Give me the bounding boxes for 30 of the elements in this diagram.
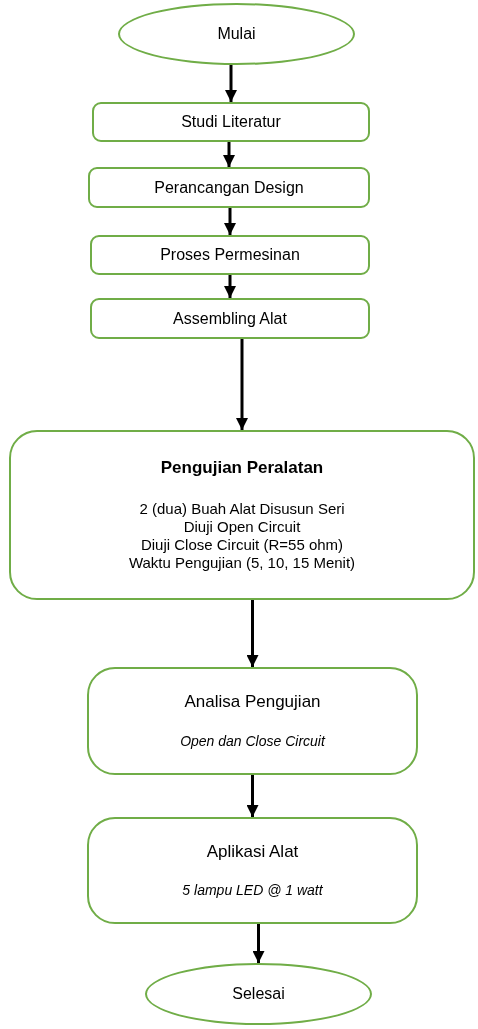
process-box	[9, 430, 475, 600]
arrow	[224, 208, 236, 235]
process-box	[87, 667, 418, 775]
step-detail: Open dan Close Circuit	[180, 732, 325, 750]
arrow	[223, 142, 235, 167]
step-detail: Waktu Pengujian (5, 10, 15 Menit)	[128, 554, 356, 573]
step-label: Studi Literatur	[181, 112, 281, 132]
step-label: Mulai	[217, 24, 256, 44]
step-label: Proses Permesinan	[160, 245, 300, 265]
arrow	[246, 775, 259, 817]
arrow	[236, 339, 248, 430]
process-box	[90, 235, 370, 275]
step-label: Analisa Pengujian	[184, 692, 321, 713]
step-detail: 2 (dua) Buah Alat Disusun Seri	[139, 500, 345, 519]
arrow	[246, 600, 259, 667]
step-detail: Diuji Open Circuit	[183, 518, 301, 537]
step-label: Aplikasi Alat	[206, 841, 299, 863]
process-box	[90, 298, 370, 339]
arrow	[252, 924, 265, 963]
arrow	[225, 65, 237, 102]
process-box	[87, 817, 418, 924]
process-box	[88, 167, 370, 208]
step-label: Selesai	[232, 984, 285, 1004]
step-label: Pengujian Peralatan	[160, 457, 324, 479]
process-box	[92, 102, 370, 142]
step-detail: Diuji Close Circuit (R=55 ohm)	[140, 536, 344, 555]
step-label: Perancangan Design	[154, 177, 304, 198]
step-detail: 5 lampu LED @ 1 watt	[182, 882, 323, 900]
arrow	[224, 275, 236, 298]
step-label: Assembling Alat	[173, 308, 287, 329]
